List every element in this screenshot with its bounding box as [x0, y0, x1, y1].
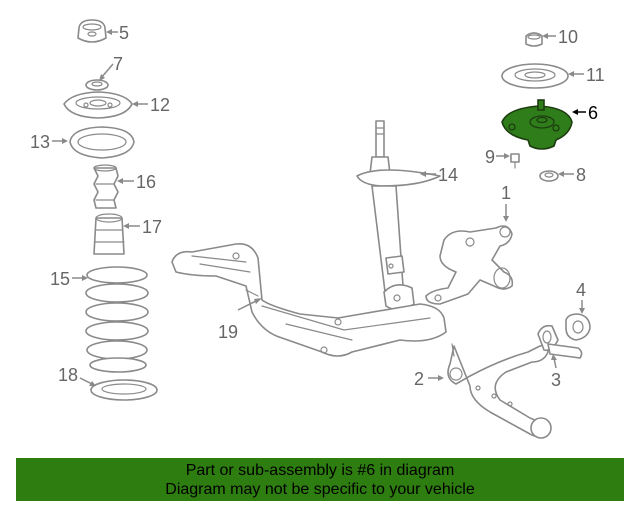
callout-10[interactable]: 10	[542, 27, 578, 47]
callout-label: 4	[576, 280, 586, 300]
callout-label: 3	[551, 370, 561, 390]
callout-11[interactable]: 11	[568, 65, 605, 85]
callout-label: 18	[58, 365, 78, 385]
callout-label: 14	[438, 165, 458, 185]
callout-label: 5	[119, 23, 129, 43]
callout-label: 12	[150, 95, 170, 115]
part-14-drawing	[356, 120, 441, 311]
callout-5[interactable]: 5	[106, 23, 129, 43]
part-6-drawing	[501, 99, 573, 150]
callout-17[interactable]: 17	[123, 217, 162, 237]
callout-label: 10	[558, 27, 578, 47]
callout-label: 2	[414, 369, 424, 389]
callout-19[interactable]: 19	[218, 298, 262, 342]
part-5-drawing	[77, 19, 107, 43]
part-16-drawing	[93, 164, 119, 209]
callout-label: 9	[485, 147, 495, 167]
callout-label: 8	[576, 165, 586, 185]
part-9-drawing	[510, 153, 520, 169]
callout-label: 19	[218, 322, 238, 342]
part-1-drawing	[425, 225, 514, 305]
part-19-drawing	[171, 242, 447, 357]
part-18-drawing	[90, 379, 158, 401]
callout-label: 15	[50, 269, 70, 289]
callout-7[interactable]: 7	[99, 54, 123, 81]
callout-label: 11	[586, 65, 605, 85]
callout-1[interactable]: 1	[501, 183, 511, 222]
part-17-drawing	[93, 213, 125, 255]
callout-14[interactable]: 14	[420, 165, 458, 185]
callout-9[interactable]: 9	[485, 147, 510, 167]
part-4-drawing	[565, 313, 591, 341]
callout-16[interactable]: 16	[117, 172, 156, 192]
callout-2[interactable]: 2	[414, 369, 444, 389]
callout-3[interactable]: 3	[551, 354, 561, 390]
vehicle-fit-banner: Part or sub-assembly is #6 in diagram Di…	[16, 458, 624, 501]
callout-label: 7	[113, 54, 123, 74]
part-10-drawing	[525, 32, 543, 47]
part-2-drawing	[447, 343, 552, 439]
callout-8[interactable]: 8	[558, 165, 586, 185]
part-7-drawing	[85, 79, 109, 91]
callout-label: 1	[501, 183, 511, 203]
callout-12[interactable]: 12	[132, 95, 170, 115]
part-3-drawing	[537, 324, 583, 359]
callout-13[interactable]: 13	[30, 132, 68, 152]
callout-15[interactable]: 15	[50, 269, 88, 289]
part-8-drawing	[539, 170, 559, 182]
parts-diagram: 5 7 12 13 16 17 15 18 14	[30, 19, 605, 439]
callout-18[interactable]: 18	[58, 365, 96, 386]
callout-label: 13	[30, 132, 50, 152]
part-12-drawing	[63, 91, 133, 119]
callout-label: 17	[142, 217, 162, 237]
banner-line-1: Part or sub-assembly is #6 in diagram	[185, 462, 455, 479]
part-15-drawing	[85, 266, 149, 373]
callout-label: 6	[588, 103, 598, 123]
part-13-drawing	[69, 126, 135, 159]
callout-6[interactable]: 6	[572, 103, 598, 123]
callout-label: 16	[136, 172, 156, 192]
banner-line-2: Diagram may not be specific to your vehi…	[165, 481, 475, 498]
part-11-drawing	[501, 63, 569, 89]
callout-4[interactable]: 4	[576, 280, 586, 314]
